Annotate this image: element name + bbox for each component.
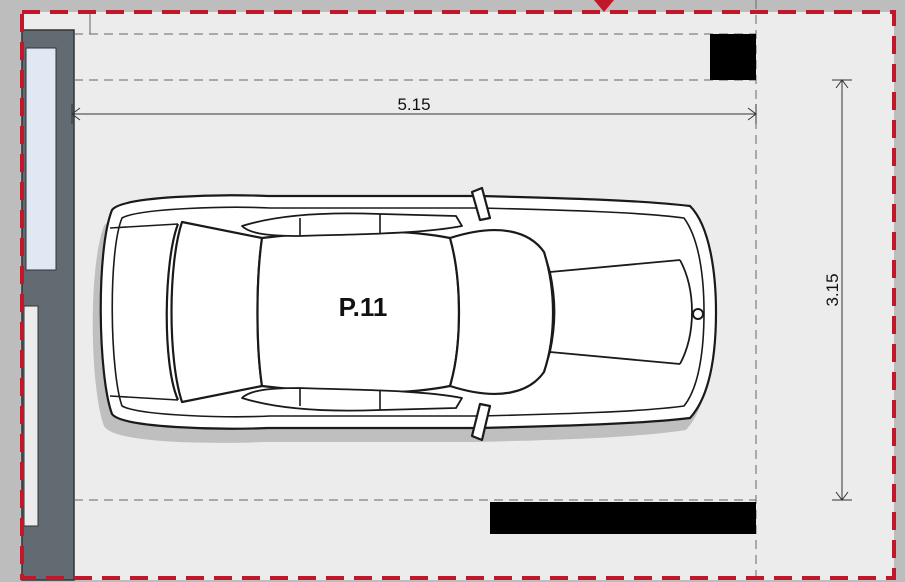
guide-lines <box>74 0 757 580</box>
window-pane <box>25 47 57 271</box>
width-dimension-label: 5.15 <box>397 95 430 114</box>
width-dimension-line <box>71 104 757 124</box>
mirror-top <box>470 186 492 222</box>
car-top-view <box>92 186 718 443</box>
boundary-notch <box>594 0 614 12</box>
depth-dimension-line <box>832 79 852 501</box>
left-wall <box>21 29 75 581</box>
curb-bottom <box>490 502 756 534</box>
column-top <box>710 34 756 80</box>
parking-space-boundary <box>20 10 896 580</box>
mirror-bottom <box>470 402 492 442</box>
fuel-cap <box>692 308 704 320</box>
wall-recess <box>23 305 39 527</box>
depth-dimension-label: 3.15 <box>823 273 842 306</box>
parking-space-label: P.11 <box>339 292 388 322</box>
